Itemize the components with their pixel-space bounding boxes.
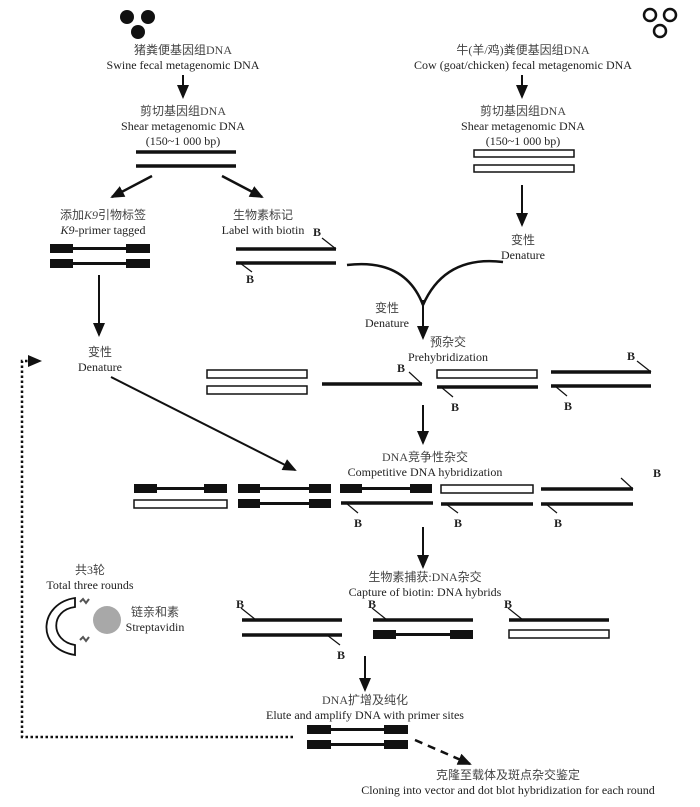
prehyb-cow-pair (206, 369, 308, 395)
biotin-marker: B (564, 399, 573, 413)
rounds-zh: 共3轮 (74, 563, 106, 577)
open-circles-icon (642, 7, 678, 39)
capture-duplex-2 (371, 607, 473, 639)
biotin-marker: B (246, 272, 255, 286)
biotin-marker: B (454, 516, 463, 530)
denature-zh: 变性 (87, 345, 113, 359)
amplify-label: DNA扩增及纯化 Elute and amplify DNA with prim… (266, 693, 464, 723)
streptavidin-bead-icon (93, 606, 121, 634)
shear-zh: 剪切基因组DNA (140, 104, 226, 118)
amplified-dna (307, 725, 408, 749)
biotin-labelled-dna (236, 237, 337, 273)
prehyb-biotin-single (322, 371, 423, 386)
arrow-cloning (414, 738, 472, 766)
shear-size: (150~1 000 bp) (145, 134, 221, 148)
cloning-zh: 克隆至载体及斑点杂交鉴定 (435, 768, 581, 782)
merge-curve-left (346, 262, 425, 306)
denature-en: Denature (78, 360, 122, 374)
arrow-to-primer (110, 174, 153, 199)
capture-en: Capture of biotin: DNA hybrids (348, 585, 502, 599)
primer-tag-en-suffix: -primer tagged (74, 223, 146, 237)
shear-en: Shear metagenomic DNA (461, 119, 585, 133)
comp-hybrid-5 (541, 477, 634, 514)
shear-size: (150~1 000 bp) (485, 134, 561, 148)
streptavidin-en: Streptavidin (125, 620, 185, 634)
prehyb-hybrid (436, 369, 538, 398)
swine-sheared-dna (136, 150, 236, 168)
biotin-marker: B (236, 597, 245, 611)
prehyb-biotin-duplex (551, 360, 652, 397)
biotin-marker: B (653, 466, 662, 480)
left-denature-label: 变性 Denature (78, 345, 122, 375)
arrow-to-biotin (221, 174, 264, 199)
primer-tag-zh-prefix: 添加 (59, 208, 84, 222)
biotin-marker: B (451, 400, 460, 414)
comp-hybrid-2 (238, 484, 331, 508)
biotin-marker: B (354, 516, 363, 530)
cloning-en: Cloning into vector and dot blot hybridi… (361, 783, 655, 797)
amplify-zh: DNA扩增及纯化 (322, 693, 408, 707)
k9-tagged-dna (50, 244, 150, 268)
feedback-loop-arrow (20, 355, 293, 739)
capture-label: 生物素捕获:DNA杂交 Capture of biotin: DNA hybri… (349, 570, 502, 600)
biotin-label-en: Label with biotin (221, 223, 305, 237)
comp-hybrid-1 (133, 484, 228, 509)
biotin-marker: B (313, 225, 322, 239)
capture-duplex-3 (507, 607, 610, 639)
primer-tag-zh-suffix: 引物标签 (98, 208, 147, 222)
streptavidin-zh: 链亲和素 (130, 605, 180, 619)
swine-source-en: Swine fecal metagenomic DNA (106, 58, 260, 72)
merge-curve-right (421, 259, 504, 306)
shear-en: Shear metagenomic DNA (121, 119, 245, 133)
cow-shear-label: 剪切基因组DNA Shear metagenomic DNA (150~1 00… (461, 104, 585, 149)
merge-denature-label: 变性 Denature (365, 301, 409, 331)
biotin-marker: B (397, 361, 406, 375)
streptavidin-binder-icon (45, 596, 76, 657)
capture-zh: 生物素捕获:DNA杂交 (368, 570, 482, 584)
biotin-squiggle-icon (79, 597, 90, 605)
prehybridization-zh: 预杂交 (429, 335, 467, 349)
shear-zh: 剪切基因组DNA (480, 104, 566, 118)
competitive-zh: DNA竞争性杂交 (382, 450, 468, 464)
cow-sheared-dna (473, 149, 575, 173)
cloning-label: 克隆至载体及斑点杂交鉴定 Cloning into vector and dot… (361, 768, 655, 798)
primer-tag-zh-k9: K9 (83, 208, 99, 222)
biotin-label-label: 生物素标记 Label with biotin (222, 208, 305, 238)
competitive-label: DNA竞争性杂交 Competitive DNA hybridization (348, 450, 503, 480)
swine-shear-label: 剪切基因组DNA Shear metagenomic DNA (150~1 00… (121, 104, 245, 149)
cow-source-label: 牛(羊/鸡)粪便基因组DNA Cow (goat/chicken) fecal … (414, 43, 632, 73)
primer-tag-en-k9: K9 (60, 223, 75, 237)
cow-source-zh: 牛(羊/鸡)粪便基因组DNA (456, 43, 590, 57)
biotin-marker: B (368, 597, 377, 611)
amplify-en: Elute and amplify DNA with primer sites (266, 708, 464, 722)
rounds-en: Total three rounds (46, 578, 134, 592)
denature-en: Denature (501, 248, 545, 262)
denature-zh: 变性 (374, 301, 400, 315)
denature-en: Denature (365, 316, 409, 330)
biotin-marker: B (627, 349, 636, 363)
prehybridization-en: Prehybridization (408, 350, 488, 364)
swine-source-zh: 猪粪便基因组DNA (133, 43, 232, 57)
primer-tag-label: 添加K9引物标签 K9-primer tagged (60, 208, 146, 238)
filled-circles-icon (120, 10, 155, 39)
rounds-label: 共3轮 Total three rounds (46, 563, 133, 593)
comp-hybrid-3 (340, 484, 433, 514)
denature-zh: 变性 (510, 233, 536, 247)
arrow-denature-competitive (110, 376, 297, 471)
cow-denature-label: 变性 Denature (501, 233, 545, 263)
biotin-label-zh: 生物素标记 (232, 208, 293, 222)
prehybridization-label: 预杂交 Prehybridization (408, 335, 488, 365)
biotin-marker: B (337, 648, 346, 662)
biotin-squiggle-icon (79, 635, 90, 643)
capture-duplex-1 (240, 607, 342, 646)
cow-source-en: Cow (goat/chicken) fecal metagenomic DNA (414, 58, 632, 72)
swine-source-label: 猪粪便基因组DNA Swine fecal metagenomic DNA (107, 43, 260, 73)
comp-hybrid-4 (440, 484, 534, 514)
biotin-marker: B (504, 597, 513, 611)
competitive-en: Competitive DNA hybridization (347, 465, 503, 479)
biotin-marker: B (554, 516, 563, 530)
streptavidin-label: 链亲和素 Streptavidin (126, 605, 185, 635)
